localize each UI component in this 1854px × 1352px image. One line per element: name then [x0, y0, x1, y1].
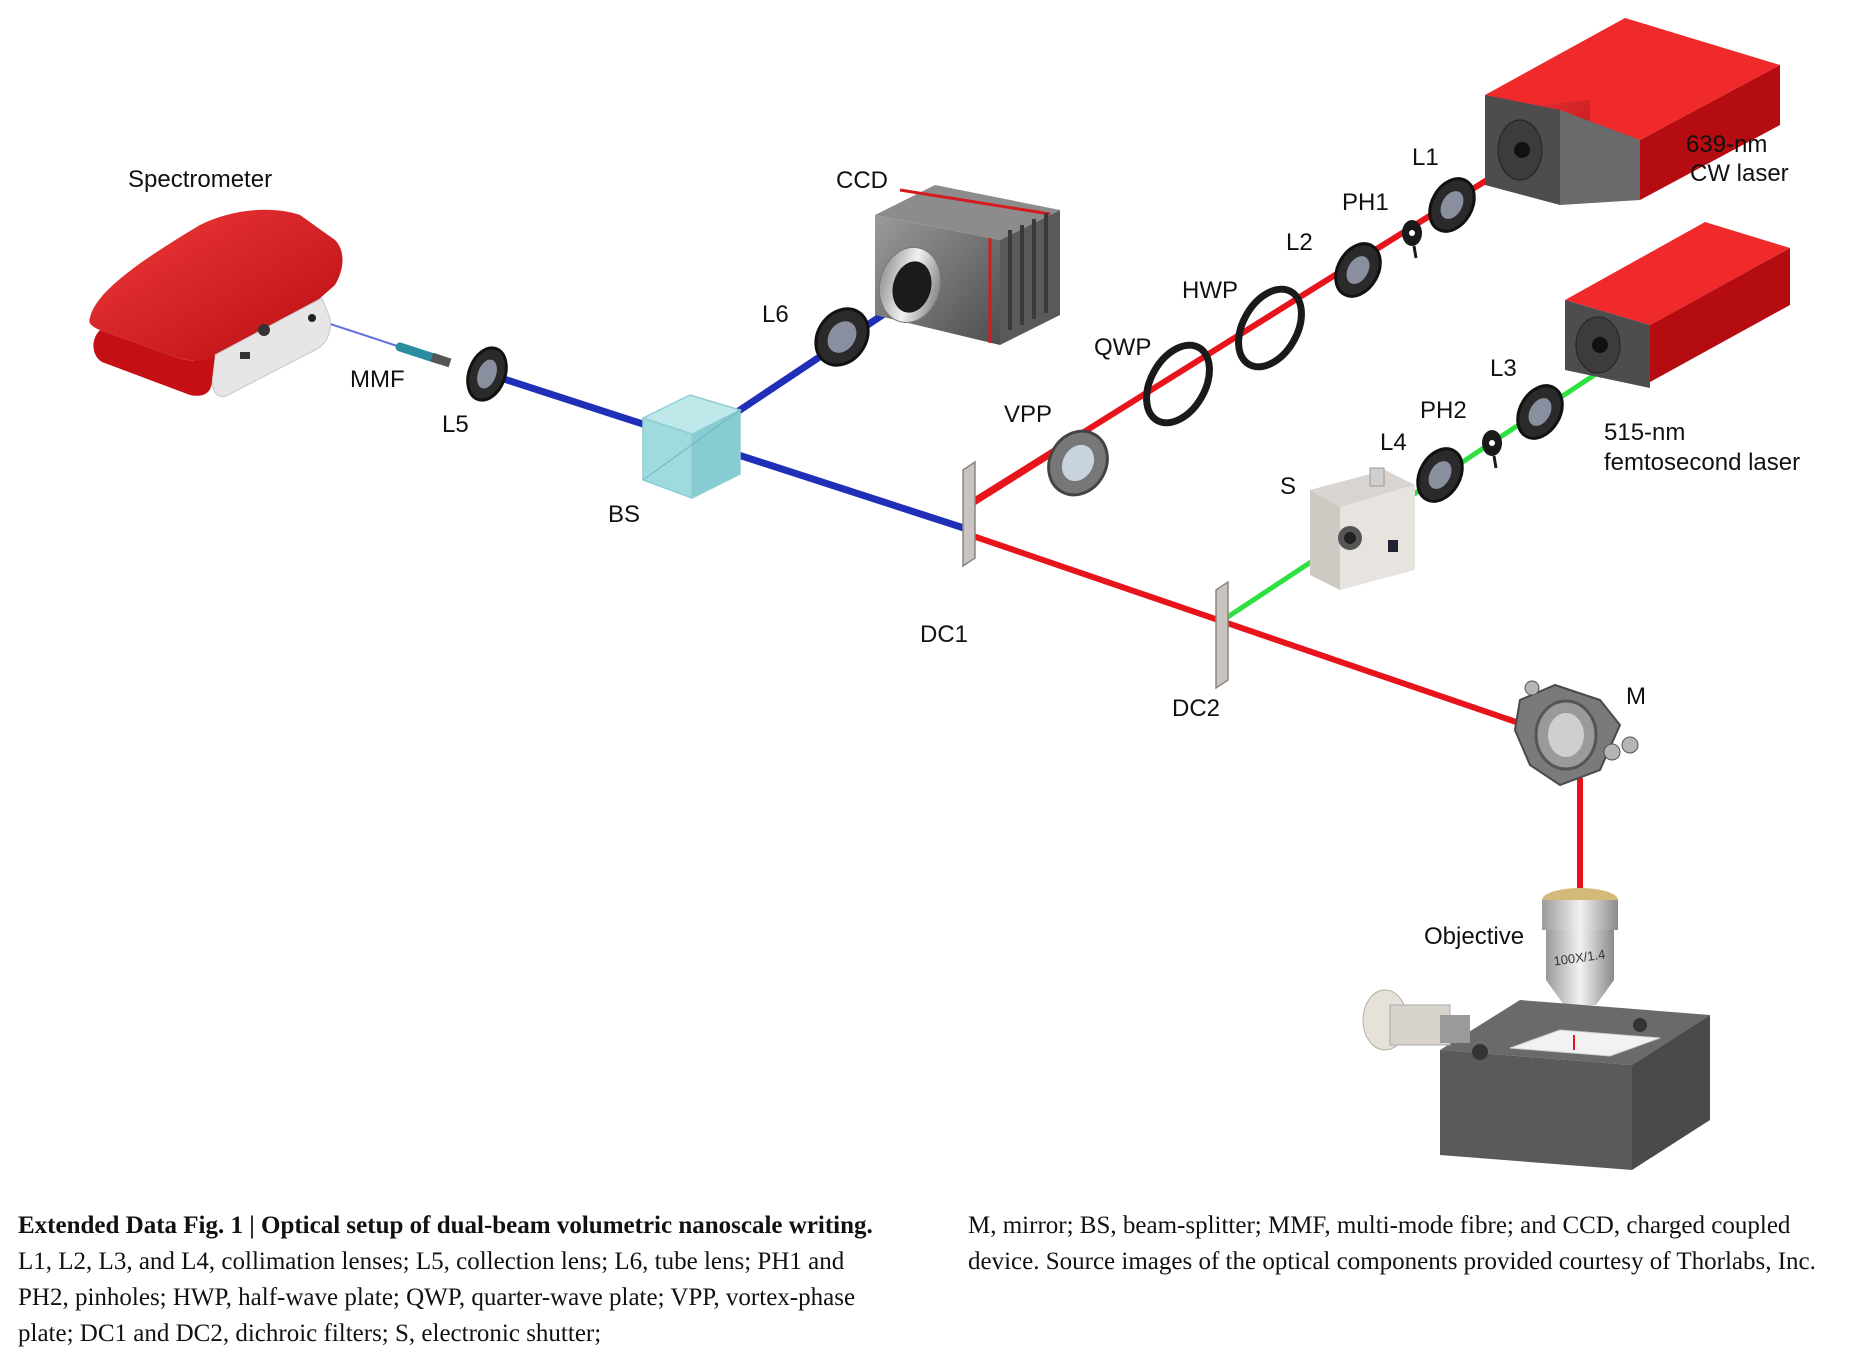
label-l2: L2: [1286, 229, 1313, 256]
caption-left-column: Extended Data Fig. 1 | Optical setup of …: [18, 1208, 898, 1352]
label-dc1: DC1: [920, 621, 968, 648]
electronic-shutter: [1310, 467, 1415, 590]
label-l3: L3: [1490, 355, 1517, 382]
label-bs: BS: [608, 501, 640, 528]
label-l5: L5: [442, 411, 469, 438]
label-ph2: PH2: [1420, 397, 1467, 424]
lens-l6: [814, 307, 870, 367]
label-laser-515-line2: femtosecond laser: [1604, 449, 1800, 476]
label-l1: L1: [1412, 144, 1439, 171]
label-laser-639-line1: 639-nm: [1686, 131, 1767, 158]
label-laser-515-line1: 515-nm: [1604, 419, 1685, 446]
caption-right-column: M, mirror; BS, beam-splitter; MMF, multi…: [968, 1208, 1848, 1280]
beam-splitter-cube: [641, 394, 743, 500]
label-laser-639-line2: CW laser: [1690, 160, 1789, 187]
lens-l5: [466, 346, 508, 402]
label-qwp: QWP: [1094, 334, 1151, 361]
label-hwp: HWP: [1182, 277, 1238, 304]
objective-marking: 100X/1.4: [1553, 946, 1607, 968]
ccd-camera: [875, 185, 1060, 345]
label-l4: L4: [1380, 429, 1407, 456]
pinhole-ph2: [1482, 430, 1502, 469]
half-wave-plate: [1235, 285, 1305, 371]
figure-caption: Extended Data Fig. 1 | Optical setup of …: [18, 1208, 1848, 1348]
lens-l1: [1428, 177, 1476, 233]
mirror-mount: [1513, 680, 1639, 787]
red-beam-dc1-to-mirror: [969, 532, 1526, 728]
sample-stage: [1362, 989, 1710, 1170]
label-vpp: VPP: [1004, 401, 1052, 428]
vortex-phase-plate: [1047, 429, 1109, 497]
spectrometer: [89, 209, 343, 397]
laser-515nm-housing: [1565, 222, 1790, 388]
dichroic-dc1: [962, 460, 976, 568]
label-dc2: DC2: [1172, 695, 1220, 722]
caption-body-right: M, mirror; BS, beam-splitter; MMF, multi…: [968, 1212, 1816, 1275]
label-ph1: PH1: [1342, 189, 1389, 216]
lens-l3: [1516, 384, 1564, 440]
quarter-wave-plate: [1143, 341, 1213, 427]
label-objective: Objective: [1424, 923, 1524, 950]
label-mmf: MMF: [350, 366, 405, 393]
objective-lens: 100X/1.4: [1542, 888, 1618, 1005]
label-s: S: [1280, 473, 1296, 500]
label-m: M: [1626, 683, 1646, 710]
caption-body-left: L1, L2, L3, and L4, collimation lenses; …: [18, 1248, 856, 1347]
mmf-fibre-connector: [395, 342, 452, 368]
lens-l4: [1416, 447, 1464, 503]
caption-title: Extended Data Fig. 1 | Optical setup of …: [18, 1212, 873, 1239]
pinhole-ph1: [1402, 220, 1422, 259]
component-labels: Spectrometer CCD MMF L5 L6 BS VPP QWP HW…: [128, 131, 1800, 950]
lens-l2: [1334, 242, 1382, 298]
laser-639nm-housing: [1485, 18, 1780, 205]
spectrometer-port: [258, 324, 270, 336]
label-ccd: CCD: [836, 167, 888, 194]
optical-setup-diagram: 100X/1.4 Spectrometer CCD MMF L5 L6 BS V…: [89, 18, 1800, 1170]
label-spectrometer: Spectrometer: [128, 166, 272, 193]
dichroic-dc2: [1215, 580, 1229, 690]
label-l6: L6: [762, 301, 789, 328]
